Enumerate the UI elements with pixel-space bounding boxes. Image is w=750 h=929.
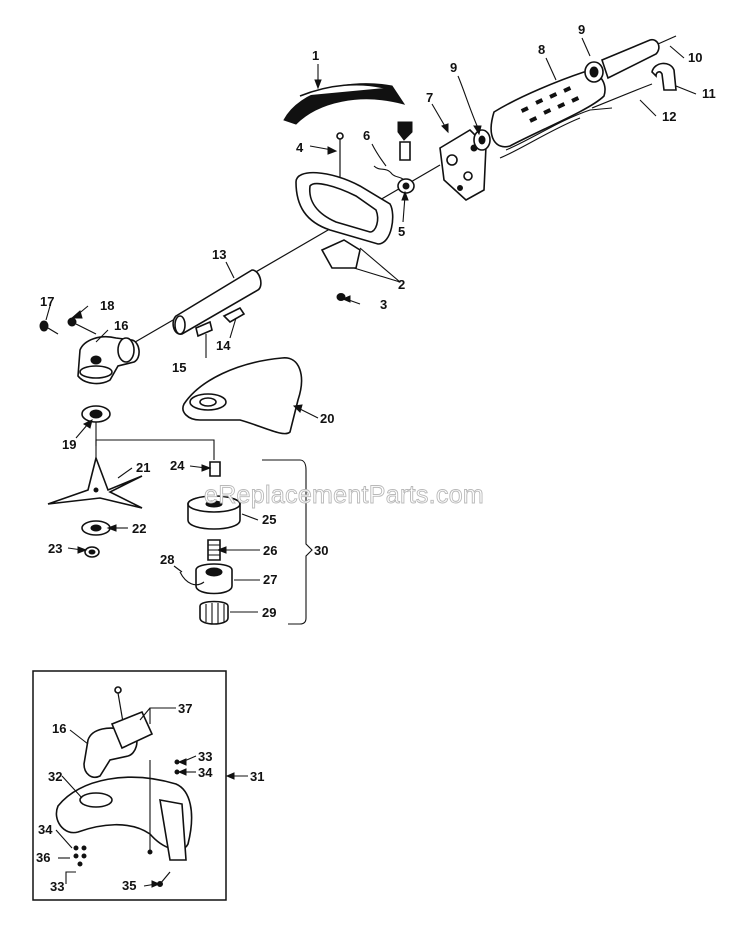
hanger-clip	[651, 62, 677, 91]
callout-37: 37	[178, 701, 192, 716]
callout-7: 7	[426, 90, 433, 105]
callout-23: 23	[48, 541, 62, 556]
callout-2: 2	[398, 277, 405, 292]
inset-guard-assembly	[55, 686, 193, 887]
callout-8: 8	[538, 42, 545, 57]
callout-16-inset: 16	[52, 721, 66, 736]
watermark-text: eReplacementParts.com	[204, 481, 484, 509]
ground-wire	[373, 165, 405, 181]
leader-lines	[45, 37, 697, 888]
throttle-clip	[397, 121, 415, 194]
callout-28: 28	[160, 552, 174, 567]
gear-bearing	[81, 405, 111, 423]
engine-housing	[439, 128, 487, 201]
callout-10: 10	[688, 50, 702, 65]
assembly-bracket	[262, 459, 313, 625]
trimmer-blade	[47, 455, 143, 509]
rear-tube	[601, 35, 677, 80]
callout-35: 35	[122, 878, 136, 893]
callout-33-top: 33	[198, 749, 212, 764]
callout-33-bottom: 33	[50, 879, 64, 894]
callout-3: 3	[380, 297, 387, 312]
callout-31: 31	[250, 769, 264, 784]
callout-9-front: 9	[450, 60, 457, 75]
callout-14: 14	[216, 338, 231, 353]
callout-26: 26	[263, 543, 277, 558]
callout-6: 6	[363, 128, 370, 143]
shaft-label	[195, 320, 213, 338]
callout-32: 32	[48, 769, 62, 784]
callout-24: 24	[170, 458, 185, 473]
blade-nut	[84, 546, 100, 558]
gearhead-screw	[39, 320, 59, 335]
callout-30: 30	[314, 543, 328, 558]
callout-29: 29	[262, 605, 276, 620]
callout-4: 4	[296, 140, 304, 155]
callout-36: 36	[36, 850, 50, 865]
callout-13: 13	[212, 247, 226, 262]
trimmer-head-assembly	[179, 461, 241, 625]
callout-1: 1	[312, 48, 319, 63]
stop-wire	[591, 83, 653, 109]
callout-22: 22	[132, 521, 146, 536]
callout-21: 21	[136, 460, 150, 475]
callout-19: 19	[62, 437, 76, 452]
callout-27: 27	[263, 572, 277, 587]
callout-18: 18	[100, 298, 114, 313]
clamp-screw	[67, 317, 97, 335]
debris-shield	[182, 357, 303, 435]
callout-16-main: 16	[114, 318, 128, 333]
shoulder-strap	[283, 83, 406, 125]
callout-12: 12	[662, 109, 676, 124]
callout-5: 5	[398, 224, 405, 239]
gear-head	[77, 335, 140, 385]
shaft-tube	[172, 269, 262, 335]
callout-25: 25	[262, 512, 276, 527]
callout-34-bottom: 34	[38, 822, 53, 837]
callout-15: 15	[172, 360, 186, 375]
rear-handle-grip	[490, 71, 613, 159]
callout-11: 11	[702, 86, 716, 101]
assembly-guide-line	[95, 439, 215, 460]
blade-washer	[81, 520, 111, 536]
callout-9-rear: 9	[578, 22, 585, 37]
callout-20: 20	[320, 411, 334, 426]
callout-17: 17	[40, 294, 54, 309]
loop-handle	[295, 171, 394, 269]
warning-label	[222, 306, 246, 323]
callout-34-top: 34	[198, 765, 213, 780]
